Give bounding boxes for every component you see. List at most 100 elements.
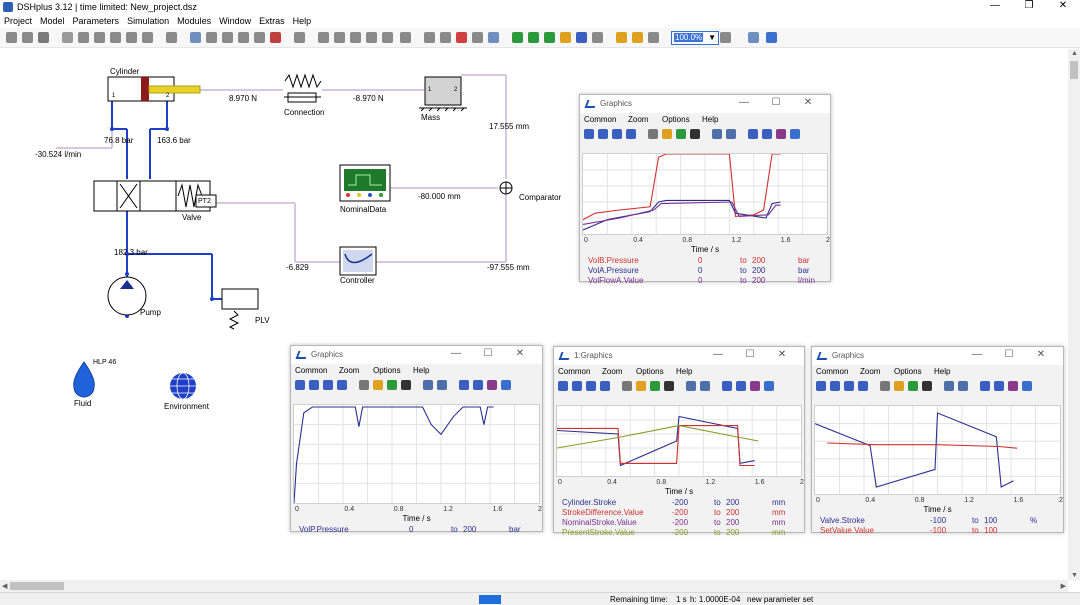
graph-tool-icon[interactable]: [1022, 381, 1032, 391]
graph-tool-icon[interactable]: [401, 380, 411, 390]
menu-help[interactable]: Help: [292, 16, 312, 26]
toolbar-tool-icon[interactable]: [544, 32, 555, 43]
graph-menu-options[interactable]: Options: [894, 367, 922, 376]
graph-tool-icon[interactable]: [337, 380, 347, 390]
toolbar-tool-icon[interactable]: [382, 32, 393, 43]
graph-tool-icon[interactable]: [894, 381, 904, 391]
graph-tool-icon[interactable]: [748, 129, 758, 139]
graph-tool-icon[interactable]: [830, 381, 840, 391]
toolbar-tool-icon[interactable]: [592, 32, 603, 43]
graph-tool-icon[interactable]: [387, 380, 397, 390]
graph-tool-icon[interactable]: [686, 381, 696, 391]
graph-tool-icon[interactable]: [676, 129, 686, 139]
graph-tool-icon[interactable]: [309, 380, 319, 390]
toolbar-tool-icon[interactable]: [318, 32, 329, 43]
toolbar-tool-icon[interactable]: [748, 32, 759, 43]
graph-minimize-button[interactable]: —: [713, 349, 723, 360]
toolbar-tool-icon[interactable]: [270, 32, 281, 43]
toolbar-tool-icon[interactable]: [350, 32, 361, 43]
toolbar-tool-icon[interactable]: [424, 32, 435, 43]
graph-tool-icon[interactable]: [722, 381, 732, 391]
toolbar-tool-icon[interactable]: [528, 32, 539, 43]
toolbar-tool-icon[interactable]: [206, 32, 217, 43]
graph-tool-icon[interactable]: [922, 381, 932, 391]
toolbar-tool-icon[interactable]: [110, 32, 121, 43]
graph-menu-common[interactable]: Common: [816, 367, 849, 376]
graph-tool-icon[interactable]: [994, 381, 1004, 391]
graph-tool-icon[interactable]: [473, 380, 483, 390]
graph-menu-help[interactable]: Help: [934, 367, 951, 376]
menu-extras[interactable]: Extras: [259, 16, 285, 26]
graph-close-button[interactable]: ✕: [777, 349, 787, 360]
graph-tool-icon[interactable]: [373, 380, 383, 390]
graph-plot-area[interactable]: [814, 405, 1061, 495]
toolbar-tool-icon[interactable]: [560, 32, 571, 43]
graph-tool-icon[interactable]: [726, 129, 736, 139]
graph-tool-icon[interactable]: [816, 381, 826, 391]
toolbar-tool-icon[interactable]: [456, 32, 467, 43]
graph-tool-icon[interactable]: [700, 381, 710, 391]
graph-menu-zoom[interactable]: Zoom: [339, 366, 360, 375]
graph-tool-icon[interactable]: [790, 129, 800, 139]
graph-menu-help[interactable]: Help: [413, 366, 430, 375]
graph-tool-icon[interactable]: [944, 381, 954, 391]
toolbar-tool-icon[interactable]: [6, 32, 17, 43]
toolbar-tool-icon[interactable]: [400, 32, 411, 43]
toolbar-tool-icon[interactable]: [720, 32, 731, 43]
graph-tool-icon[interactable]: [501, 380, 511, 390]
graph-tool-icon[interactable]: [558, 381, 568, 391]
graph-tool-icon[interactable]: [323, 380, 333, 390]
toolbar-tool-icon[interactable]: [440, 32, 451, 43]
toolbar-tool-icon[interactable]: [766, 32, 777, 43]
graph-plot-area[interactable]: [556, 405, 802, 477]
menu-parameters[interactable]: Parameters: [72, 16, 120, 26]
graph-maximize-button[interactable]: ☐: [771, 97, 781, 108]
scroll-left-icon[interactable]: ◀: [2, 583, 8, 590]
graph-menu-zoom[interactable]: Zoom: [860, 367, 881, 376]
toolbar-tool-icon[interactable]: [632, 32, 643, 43]
graph-tool-icon[interactable]: [750, 381, 760, 391]
graph-tool-icon[interactable]: [437, 380, 447, 390]
toolbar-tool-icon[interactable]: [62, 32, 73, 43]
toolbar-tool-icon[interactable]: [78, 32, 89, 43]
graph-tool-icon[interactable]: [776, 129, 786, 139]
graph-menu-options[interactable]: Options: [636, 367, 664, 376]
toolbar-tool-icon[interactable]: [38, 32, 49, 43]
graph-tool-icon[interactable]: [764, 381, 774, 391]
graph-tool-icon[interactable]: [598, 129, 608, 139]
menu-window[interactable]: Window: [219, 16, 252, 26]
graph-menu-options[interactable]: Options: [373, 366, 401, 375]
toolbar-tool-icon[interactable]: [126, 32, 137, 43]
minimize-button[interactable]: —: [990, 0, 1000, 11]
graph-minimize-button[interactable]: —: [972, 349, 982, 360]
graph-menu-common[interactable]: Common: [584, 115, 617, 124]
graph-close-button[interactable]: ✕: [515, 348, 525, 359]
graph-tool-icon[interactable]: [636, 381, 646, 391]
graph-tool-icon[interactable]: [650, 381, 660, 391]
graph-tool-icon[interactable]: [880, 381, 890, 391]
graph-tool-icon[interactable]: [295, 380, 305, 390]
graph-tool-icon[interactable]: [423, 380, 433, 390]
graph-maximize-button[interactable]: ☐: [745, 349, 755, 360]
graph-maximize-button[interactable]: ☐: [1004, 349, 1014, 360]
toolbar-tool-icon[interactable]: [190, 32, 201, 43]
toolbar-tool-icon[interactable]: [576, 32, 587, 43]
graph-menu-options[interactable]: Options: [662, 115, 690, 124]
graph-tool-icon[interactable]: [662, 129, 672, 139]
graph-tool-icon[interactable]: [736, 381, 746, 391]
menu-project[interactable]: Project: [4, 16, 33, 26]
toolbar-tool-icon[interactable]: [254, 32, 265, 43]
graph-tool-icon[interactable]: [762, 129, 772, 139]
graph-menu-help[interactable]: Help: [702, 115, 719, 124]
toolbar-tool-icon[interactable]: [616, 32, 627, 43]
scroll-down-icon[interactable]: ▼: [1071, 572, 1078, 579]
graph-minimize-button[interactable]: —: [739, 97, 749, 108]
toolbar-tool-icon[interactable]: [334, 32, 345, 43]
graph-tool-icon[interactable]: [612, 129, 622, 139]
graph-tool-icon[interactable]: [622, 381, 632, 391]
graph-plot-area[interactable]: [293, 404, 540, 504]
menu-modules[interactable]: Modules: [177, 16, 212, 26]
maximize-button[interactable]: ❐: [1024, 0, 1034, 11]
